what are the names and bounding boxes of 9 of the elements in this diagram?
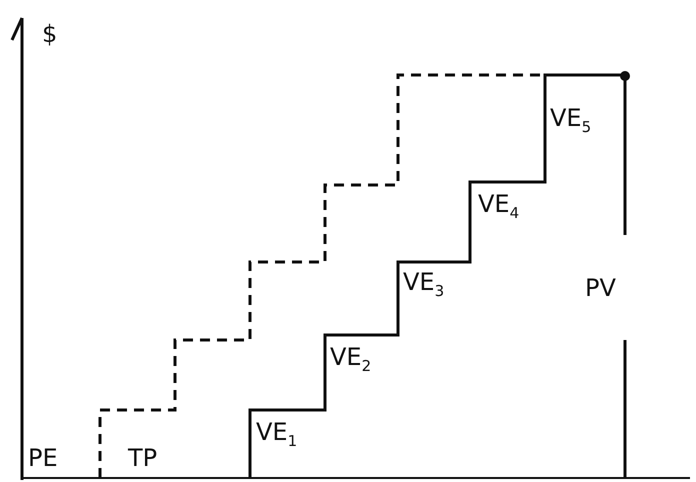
region-label: TP xyxy=(128,446,158,470)
step-label: VE$_{5}$ xyxy=(550,106,592,135)
step-label: VE$_{1}$ xyxy=(256,420,298,449)
axis-label: $ xyxy=(42,22,58,46)
step-label: VE$_{2}$ xyxy=(330,345,372,374)
step-label: VE$_{3}$ xyxy=(403,270,444,299)
region-label: PE xyxy=(28,446,58,470)
region-label: PV xyxy=(585,276,616,300)
step-label: VE$_{4}$ xyxy=(478,192,520,221)
